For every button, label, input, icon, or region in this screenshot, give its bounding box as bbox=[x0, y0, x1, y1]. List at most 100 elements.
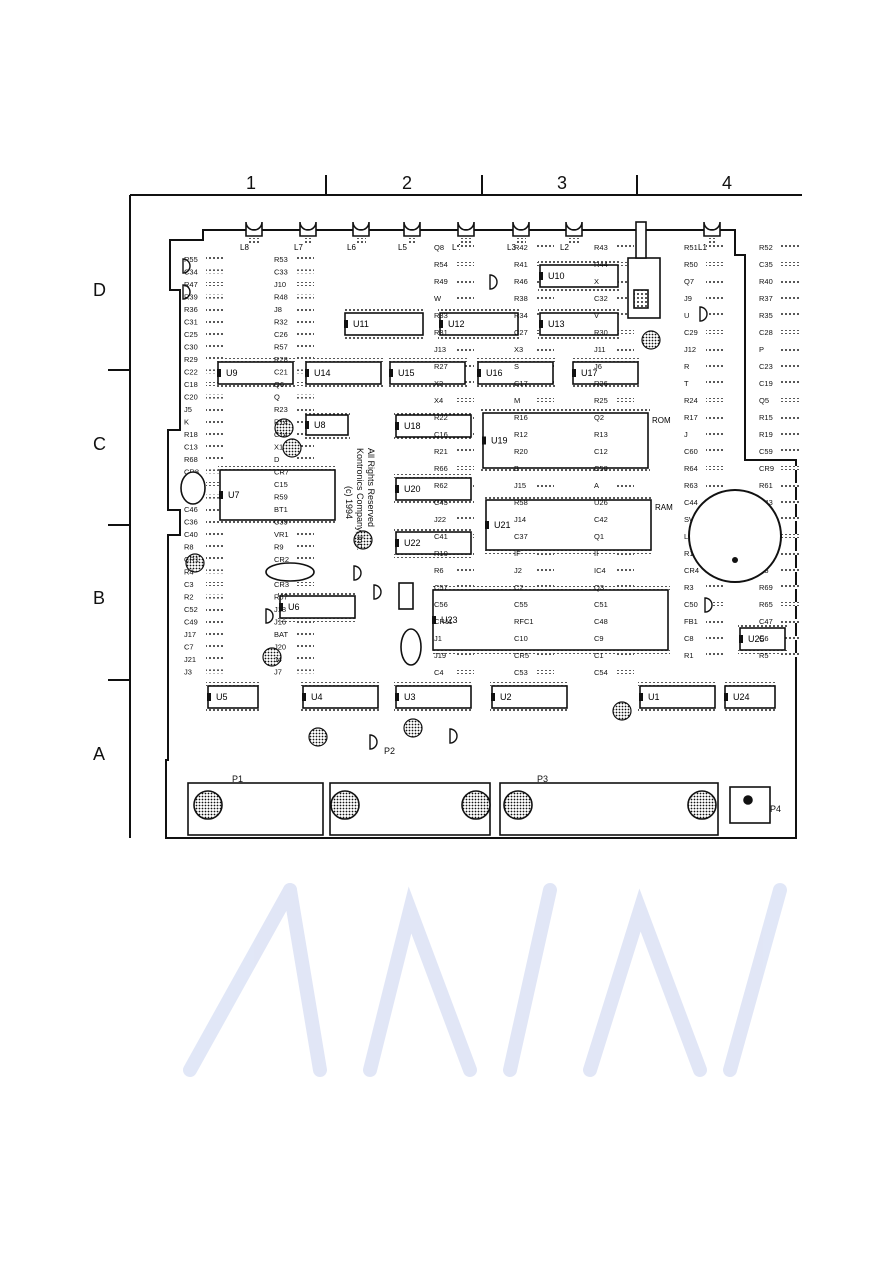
component-pad bbox=[616, 313, 634, 317]
component-label: C36 bbox=[184, 518, 198, 527]
component-pad bbox=[781, 602, 799, 606]
connector-p3 bbox=[499, 782, 719, 836]
component-label: R46 bbox=[514, 277, 528, 286]
component-pad bbox=[296, 432, 314, 436]
ic-pins-bottom bbox=[206, 708, 260, 712]
component-label: Q3 bbox=[594, 583, 604, 592]
component-label: C32 bbox=[594, 294, 608, 303]
component-pad bbox=[206, 594, 224, 599]
component-label: R58 bbox=[514, 498, 528, 507]
led-label: L8 bbox=[240, 243, 249, 252]
component-pad bbox=[206, 382, 224, 386]
component-label: U26 bbox=[594, 498, 608, 507]
component-pad bbox=[706, 636, 724, 640]
component-pad bbox=[781, 500, 799, 504]
component-pad bbox=[296, 557, 314, 561]
ic-notch bbox=[395, 485, 399, 493]
ic-label: U17 bbox=[581, 368, 598, 378]
component-label: C37 bbox=[514, 532, 528, 541]
component-pad bbox=[206, 369, 224, 374]
component-label: C33 bbox=[274, 268, 288, 277]
component-pad bbox=[706, 347, 724, 351]
component-pad bbox=[206, 507, 224, 511]
ic-notch bbox=[439, 320, 443, 328]
component-pad bbox=[296, 307, 314, 311]
component-label: R38 bbox=[514, 294, 528, 303]
component-pad bbox=[456, 245, 474, 249]
ic-pins-bottom bbox=[476, 384, 555, 388]
component-label: C54 bbox=[594, 668, 608, 677]
crystal-x1 bbox=[400, 628, 422, 666]
component-pad bbox=[706, 653, 724, 657]
component-pad bbox=[781, 534, 799, 538]
ic-label: U5 bbox=[216, 692, 228, 702]
transistor-icon bbox=[699, 306, 708, 322]
ic-pins-top bbox=[476, 358, 555, 362]
component-label: R5 bbox=[759, 651, 769, 660]
component-label: R33 bbox=[434, 311, 448, 320]
ic-pins-bottom bbox=[538, 287, 620, 291]
electrolytic-capacitor-icon bbox=[262, 647, 282, 667]
component-label: C51 bbox=[594, 600, 608, 609]
component-label: C1 bbox=[594, 651, 604, 660]
connector-p4 bbox=[729, 786, 771, 824]
component-pad bbox=[296, 294, 314, 299]
ic-pins-bottom bbox=[723, 708, 777, 712]
component-pad bbox=[781, 636, 799, 640]
component-pad bbox=[206, 544, 224, 549]
component-label: C21 bbox=[274, 368, 288, 377]
column-label-4: 4 bbox=[722, 173, 732, 193]
component-label: J19 bbox=[434, 651, 446, 660]
component-pad bbox=[616, 347, 634, 351]
ic-function-label: ROM bbox=[652, 416, 671, 425]
component-pad bbox=[616, 568, 634, 572]
component-pad bbox=[781, 381, 799, 385]
led-label: L7 bbox=[294, 243, 303, 252]
transistor-icon bbox=[353, 565, 362, 581]
transistor-icon bbox=[182, 284, 191, 300]
component-pad bbox=[536, 398, 554, 402]
component-pad bbox=[206, 457, 224, 461]
ic-notch bbox=[572, 369, 576, 377]
component-label: C7 bbox=[184, 643, 194, 652]
component-pad bbox=[206, 419, 224, 424]
component-pad bbox=[706, 585, 724, 589]
component-label: RFC1 bbox=[514, 617, 534, 626]
component-pad bbox=[456, 347, 474, 351]
component-pad bbox=[781, 568, 799, 572]
component-label: C58 bbox=[594, 464, 608, 473]
ic-pins-bottom bbox=[571, 384, 640, 388]
component-pad bbox=[206, 519, 224, 524]
component-label: CR1 bbox=[184, 555, 199, 564]
crystals bbox=[180, 471, 422, 666]
ic-label: U19 bbox=[491, 436, 508, 446]
component-pad bbox=[206, 569, 224, 574]
ic-notch bbox=[279, 603, 283, 611]
component-label: Q1 bbox=[594, 532, 604, 541]
component-pad bbox=[706, 466, 724, 470]
component-label: R1 bbox=[684, 651, 694, 660]
component-label: R15 bbox=[759, 413, 773, 422]
component-pad bbox=[456, 262, 474, 266]
component-label: J9 bbox=[684, 294, 692, 303]
component-label: C15 bbox=[274, 480, 288, 489]
component-pad bbox=[536, 296, 554, 300]
component-pad bbox=[706, 381, 724, 385]
electrolytic-capacitor-icon bbox=[641, 330, 661, 350]
led-icon bbox=[512, 221, 530, 237]
ic-pins-top bbox=[304, 411, 350, 415]
component-pad bbox=[781, 585, 799, 589]
component-label: C59 bbox=[759, 447, 773, 456]
led-label: L6 bbox=[347, 243, 356, 252]
component-pad bbox=[706, 296, 724, 300]
component-label: C60 bbox=[684, 447, 698, 456]
component-label: R49 bbox=[434, 277, 448, 286]
component-pad bbox=[206, 557, 224, 561]
component-pad bbox=[781, 398, 799, 402]
component-label: R35 bbox=[759, 311, 773, 320]
ic-label: U2 bbox=[500, 692, 512, 702]
component-label: CR2 bbox=[274, 555, 289, 564]
component-label: R41 bbox=[514, 260, 528, 269]
row-label-a: A bbox=[93, 744, 105, 764]
copyright-line-2: Kontronics Company, Inc. bbox=[355, 448, 365, 550]
